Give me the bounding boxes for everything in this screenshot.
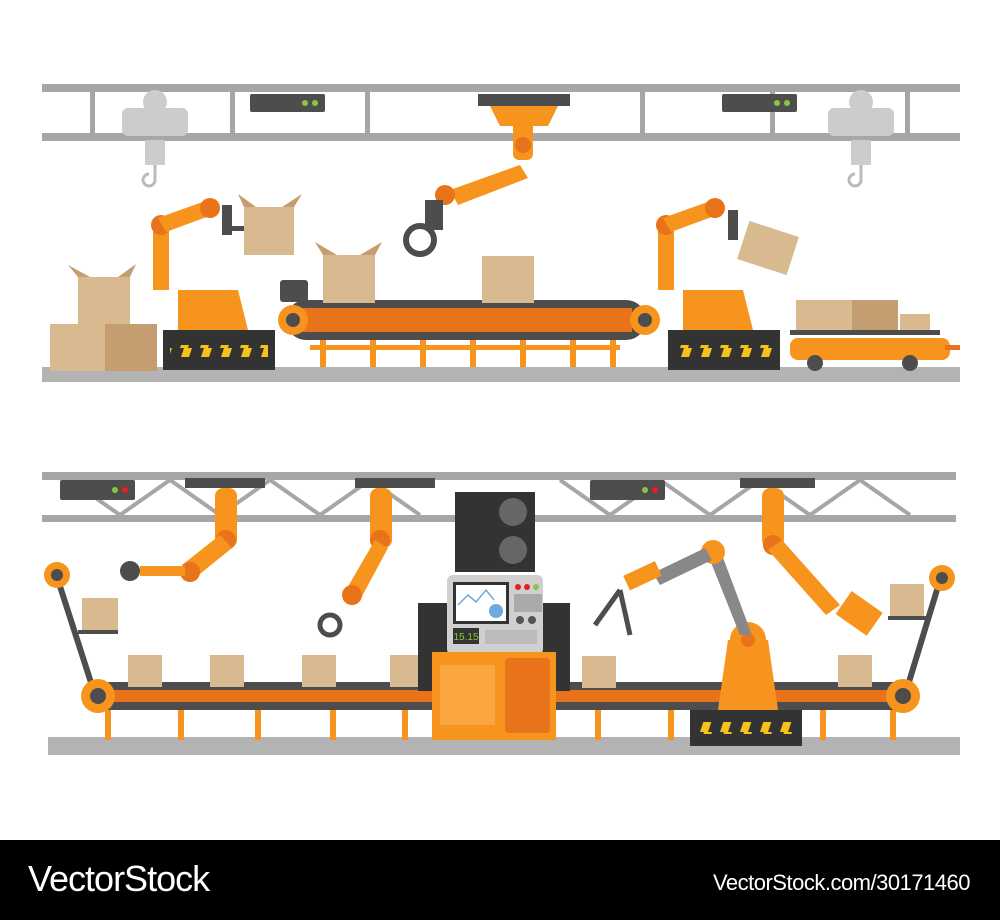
control-machine: 15.15 bbox=[418, 492, 570, 740]
box-on-conveyor bbox=[315, 242, 534, 303]
box-stack-left bbox=[50, 264, 157, 371]
top-overhead-rail bbox=[42, 84, 960, 141]
boxes-on-conveyor bbox=[78, 584, 928, 688]
factory-illustration: 15.15 bbox=[42, 84, 960, 755]
top-floor bbox=[42, 367, 960, 382]
watermark-footer: VectorStock VectorStock.com/30171460 bbox=[0, 840, 1000, 920]
server-unit bbox=[60, 480, 665, 500]
box-held bbox=[238, 194, 302, 255]
vectorstock-logo: VectorStock bbox=[28, 858, 210, 899]
conveyor-top bbox=[278, 280, 660, 367]
robot-arm-right bbox=[656, 198, 780, 370]
cart bbox=[790, 300, 960, 371]
ceiling-robot-arm bbox=[120, 478, 883, 638]
clock-display: 15.15 bbox=[453, 632, 478, 643]
crane-hook bbox=[122, 90, 894, 188]
server-unit bbox=[250, 94, 797, 112]
image-url: VectorStock.com/30171460 bbox=[712, 870, 971, 895]
robot-arm-left bbox=[151, 198, 275, 370]
box-tilted bbox=[737, 220, 799, 276]
button-grid bbox=[514, 584, 542, 624]
floor-robot-arm bbox=[592, 540, 802, 746]
hanging-robot-arm bbox=[403, 94, 570, 257]
